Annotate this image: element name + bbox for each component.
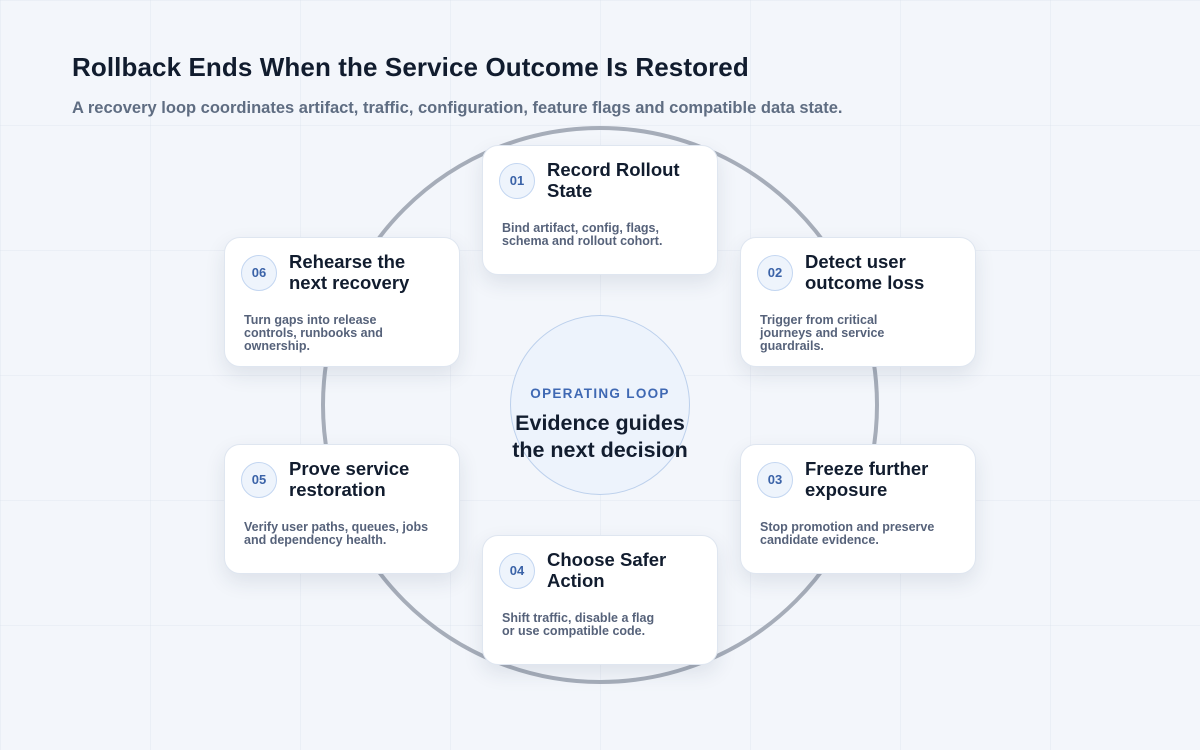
step-title: Freeze further exposure xyxy=(805,458,929,500)
step-number-badge: 01 xyxy=(499,163,535,199)
step-description: Turn gaps into release controls, runbook… xyxy=(244,313,383,353)
step-number-badge: 02 xyxy=(757,255,793,291)
step-description: Stop promotion and preserve candidate ev… xyxy=(760,520,935,547)
step-number-badge: 04 xyxy=(499,553,535,589)
step-title: Record Rollout State xyxy=(547,159,680,201)
step-description: Trigger from critical journeys and servi… xyxy=(760,313,885,353)
hub-text: Evidence guides the next decision xyxy=(512,411,688,462)
step-title: Detect user outcome loss xyxy=(805,251,925,293)
step-title: Choose Safer Action xyxy=(547,549,667,591)
step-card-rehearse-the-next-recovery: 06 Rehearse the next recovery Turn gaps … xyxy=(224,237,460,367)
step-description: Bind artifact, config, flags, schema and… xyxy=(502,221,663,248)
step-description: Shift traffic, disable a flag or use com… xyxy=(502,611,655,638)
step-card-prove-service-restoration: 05 Prove service restoration Verify user… xyxy=(224,444,460,574)
hub-kicker: OPERATING LOOP xyxy=(530,386,670,401)
header: Rollback Ends When the Service Outcome I… xyxy=(72,52,842,118)
step-card-choose-safer-action: 04 Choose Safer Action Shift traffic, di… xyxy=(482,535,718,665)
step-card-freeze-further-exposure: 03 Freeze further exposure Stop promotio… xyxy=(740,444,976,574)
operating-loop-hub: OPERATING LOOP Evidence guides the next … xyxy=(510,315,690,495)
step-card-record-rollout-state: 01 Record Rollout State Bind artifact, c… xyxy=(482,145,718,275)
step-number-badge: 03 xyxy=(757,462,793,498)
page-subtitle: A recovery loop coordinates artifact, tr… xyxy=(72,99,843,117)
step-number-badge: 05 xyxy=(241,462,277,498)
step-card-detect-user-outcome-loss: 02 Detect user outcome loss Trigger from… xyxy=(740,237,976,367)
step-title: Prove service restoration xyxy=(289,458,410,500)
step-description: Verify user paths, queues, jobs and depe… xyxy=(244,520,429,547)
page-title: Rollback Ends When the Service Outcome I… xyxy=(72,52,749,82)
step-title: Rehearse the next recovery xyxy=(289,251,410,293)
loop-ring-circle xyxy=(321,126,879,684)
step-number-badge: 06 xyxy=(241,255,277,291)
